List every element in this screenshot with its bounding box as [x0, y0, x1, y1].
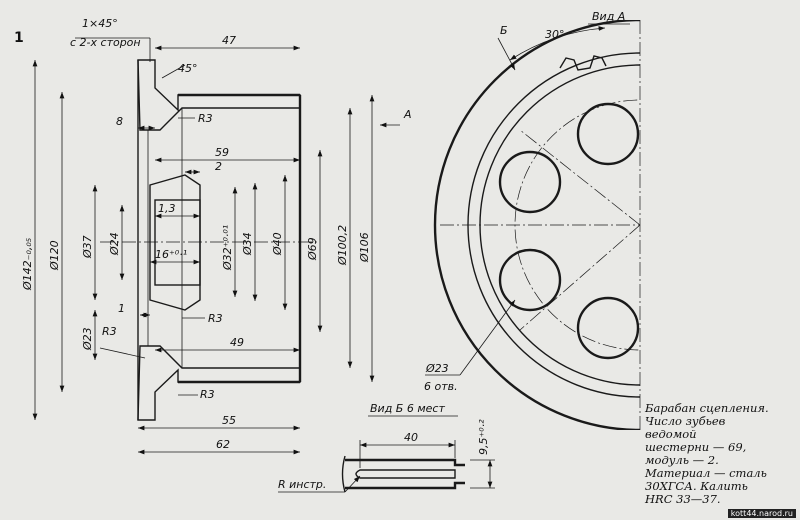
- note-line: ведомой: [645, 427, 697, 441]
- hub-section: [149, 174, 201, 311]
- dim-dia-40: Ø40: [271, 232, 284, 256]
- note-line: модуль — 2.: [645, 453, 719, 467]
- dim-r3-top: R3: [198, 112, 213, 125]
- holes-dia: Ø23: [425, 362, 449, 375]
- hub-bore: [154, 199, 201, 286]
- view-b-detail: Вид Б 6 мест 40 9,5⁺⁰·² R инстр.: [278, 402, 495, 493]
- view-b-marker: Б: [500, 24, 508, 37]
- note-line: Число зубьев: [645, 414, 726, 428]
- dim-dia-106: Ø106: [358, 232, 371, 263]
- r-instr-label: R инстр.: [278, 478, 326, 491]
- drawing-note: Барабан сцепления. Число зубьев ведомой …: [645, 402, 795, 506]
- dim-1: 1: [118, 302, 125, 315]
- dim-r3-bot: R3: [200, 388, 215, 401]
- dim-dia-100: Ø100,2: [336, 225, 349, 266]
- figure-number: 1: [14, 30, 24, 46]
- dim-dia-142: Ø142₋₀,₀₅: [21, 238, 34, 291]
- hole: [498, 150, 562, 214]
- dim-40-b: 40: [404, 431, 418, 444]
- chamfer-note: с 2-х сторон: [70, 36, 141, 49]
- angle-30: 30°: [545, 28, 565, 41]
- dim-62: 62: [216, 438, 230, 451]
- watermark: kott44.narod.ru: [727, 509, 796, 518]
- note-line: 30ХГСА. Калить: [645, 479, 748, 493]
- note-line: HRC 33—37.: [645, 492, 721, 506]
- note-line: Материал — сталь: [645, 466, 767, 480]
- dim-dia-23: Ø23: [81, 327, 94, 351]
- dim-dia-37: Ø37: [81, 235, 94, 259]
- dim-47: 47: [222, 34, 236, 47]
- dim-r3-left: R3: [102, 325, 117, 338]
- note-line: шестерни — 69,: [645, 440, 747, 454]
- dim-59: 59: [215, 146, 229, 159]
- dim-1-3: 1,3: [158, 202, 176, 215]
- dim-dia-32: Ø32⁺⁰·⁰¹: [221, 225, 234, 271]
- dim-dia-34: Ø34: [241, 232, 254, 256]
- dim-49: 49: [230, 336, 244, 349]
- note-line: Барабан сцепления.: [645, 401, 769, 415]
- dim-dia-24: Ø24: [108, 232, 121, 256]
- hole: [576, 296, 640, 360]
- view-a: Вид А Б 30° Ø23 6 отв.: [424, 10, 641, 430]
- dim-dia-120: Ø120: [48, 240, 61, 271]
- angle-45: 45°: [178, 62, 198, 75]
- arrow-a-label: А: [403, 108, 412, 121]
- section-view: 1×45° с 2-х сторон 45° 47 8 R3 59 2 1,3 …: [21, 17, 412, 455]
- dim-16: 16⁺⁰·¹: [155, 248, 187, 261]
- dim-2: 2: [215, 160, 222, 173]
- chamfer-label: 1×45°: [82, 17, 118, 30]
- dim-r3-mid: R3: [208, 312, 223, 325]
- dim-55: 55: [222, 414, 236, 427]
- view-a-title: Вид А: [592, 10, 625, 23]
- dim-8: 8: [116, 115, 123, 128]
- holes-count: 6 отв.: [424, 380, 458, 393]
- dim-dia-69: Ø69: [306, 237, 319, 261]
- hole: [498, 248, 562, 312]
- hole: [576, 102, 640, 166]
- dim-9-5: 9,5⁺⁰·²: [477, 419, 490, 455]
- view-b-title: Вид Б 6 мест: [370, 402, 445, 415]
